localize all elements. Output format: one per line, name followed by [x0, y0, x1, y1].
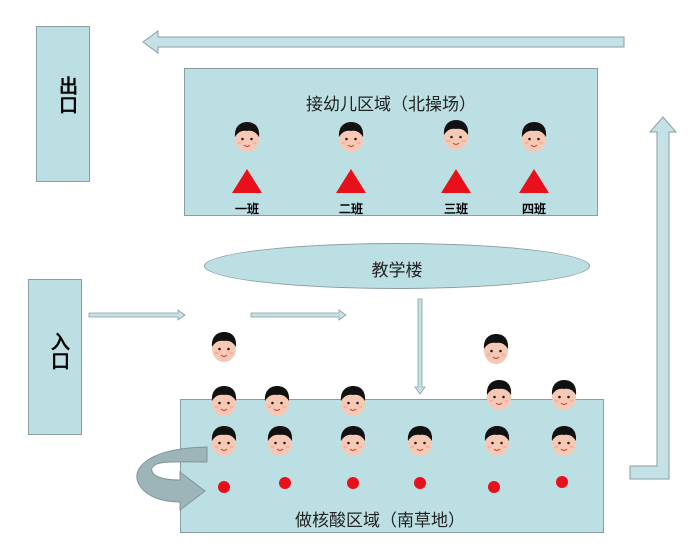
- red-triangle-icon: [232, 169, 262, 193]
- entrance-box: [28, 279, 82, 435]
- red-dot-icon: [347, 477, 359, 489]
- red-dot-icon: [414, 477, 426, 489]
- red-triangle-icon: [441, 169, 471, 193]
- arrow-icon: [250, 309, 347, 321]
- child-face-icon: [484, 426, 510, 456]
- pickup-area-title: 接幼儿区域（北操场）: [306, 95, 476, 115]
- child-face-icon: [551, 380, 577, 410]
- arrow-icon: [629, 116, 678, 480]
- child-face-icon: [264, 386, 290, 416]
- curved-arrow-icon: [136, 446, 208, 512]
- class-label-2: 二班: [338, 202, 363, 216]
- child-face-icon: [338, 122, 364, 152]
- child-face-icon: [486, 380, 512, 410]
- red-triangle-icon: [336, 169, 366, 193]
- red-dot-icon: [488, 481, 500, 493]
- red-triangle-icon: [519, 169, 549, 193]
- child-face-icon: [211, 386, 237, 416]
- arrow-icon: [414, 298, 426, 395]
- child-face-icon: [340, 426, 366, 456]
- child-face-icon: [211, 332, 237, 362]
- test-area: [180, 399, 604, 533]
- class-label-4: 四班: [521, 202, 546, 216]
- child-face-icon: [407, 426, 433, 456]
- child-face-icon: [443, 120, 469, 150]
- arrow-icon: [88, 309, 186, 321]
- child-face-icon: [211, 426, 237, 456]
- teaching-building: [204, 243, 590, 289]
- class-label-1: 一班: [234, 202, 259, 216]
- child-face-icon: [340, 386, 366, 416]
- exit-box: [36, 26, 90, 182]
- red-dot-icon: [279, 477, 291, 489]
- child-face-icon: [483, 334, 509, 364]
- red-dot-icon: [218, 481, 230, 493]
- child-face-icon: [267, 426, 293, 456]
- red-dot-icon: [556, 476, 568, 488]
- class-label-3: 三班: [443, 202, 468, 216]
- test-area-title: 做核酸区域（南草地）: [295, 511, 465, 531]
- child-face-icon: [551, 426, 577, 456]
- teaching-building-label: 教学楼: [371, 261, 423, 281]
- exit-label: 出口: [56, 76, 78, 114]
- child-face-icon: [234, 122, 260, 152]
- entrance-label: 入口: [48, 332, 70, 370]
- child-face-icon: [521, 122, 547, 152]
- arrow-icon: [142, 30, 625, 54]
